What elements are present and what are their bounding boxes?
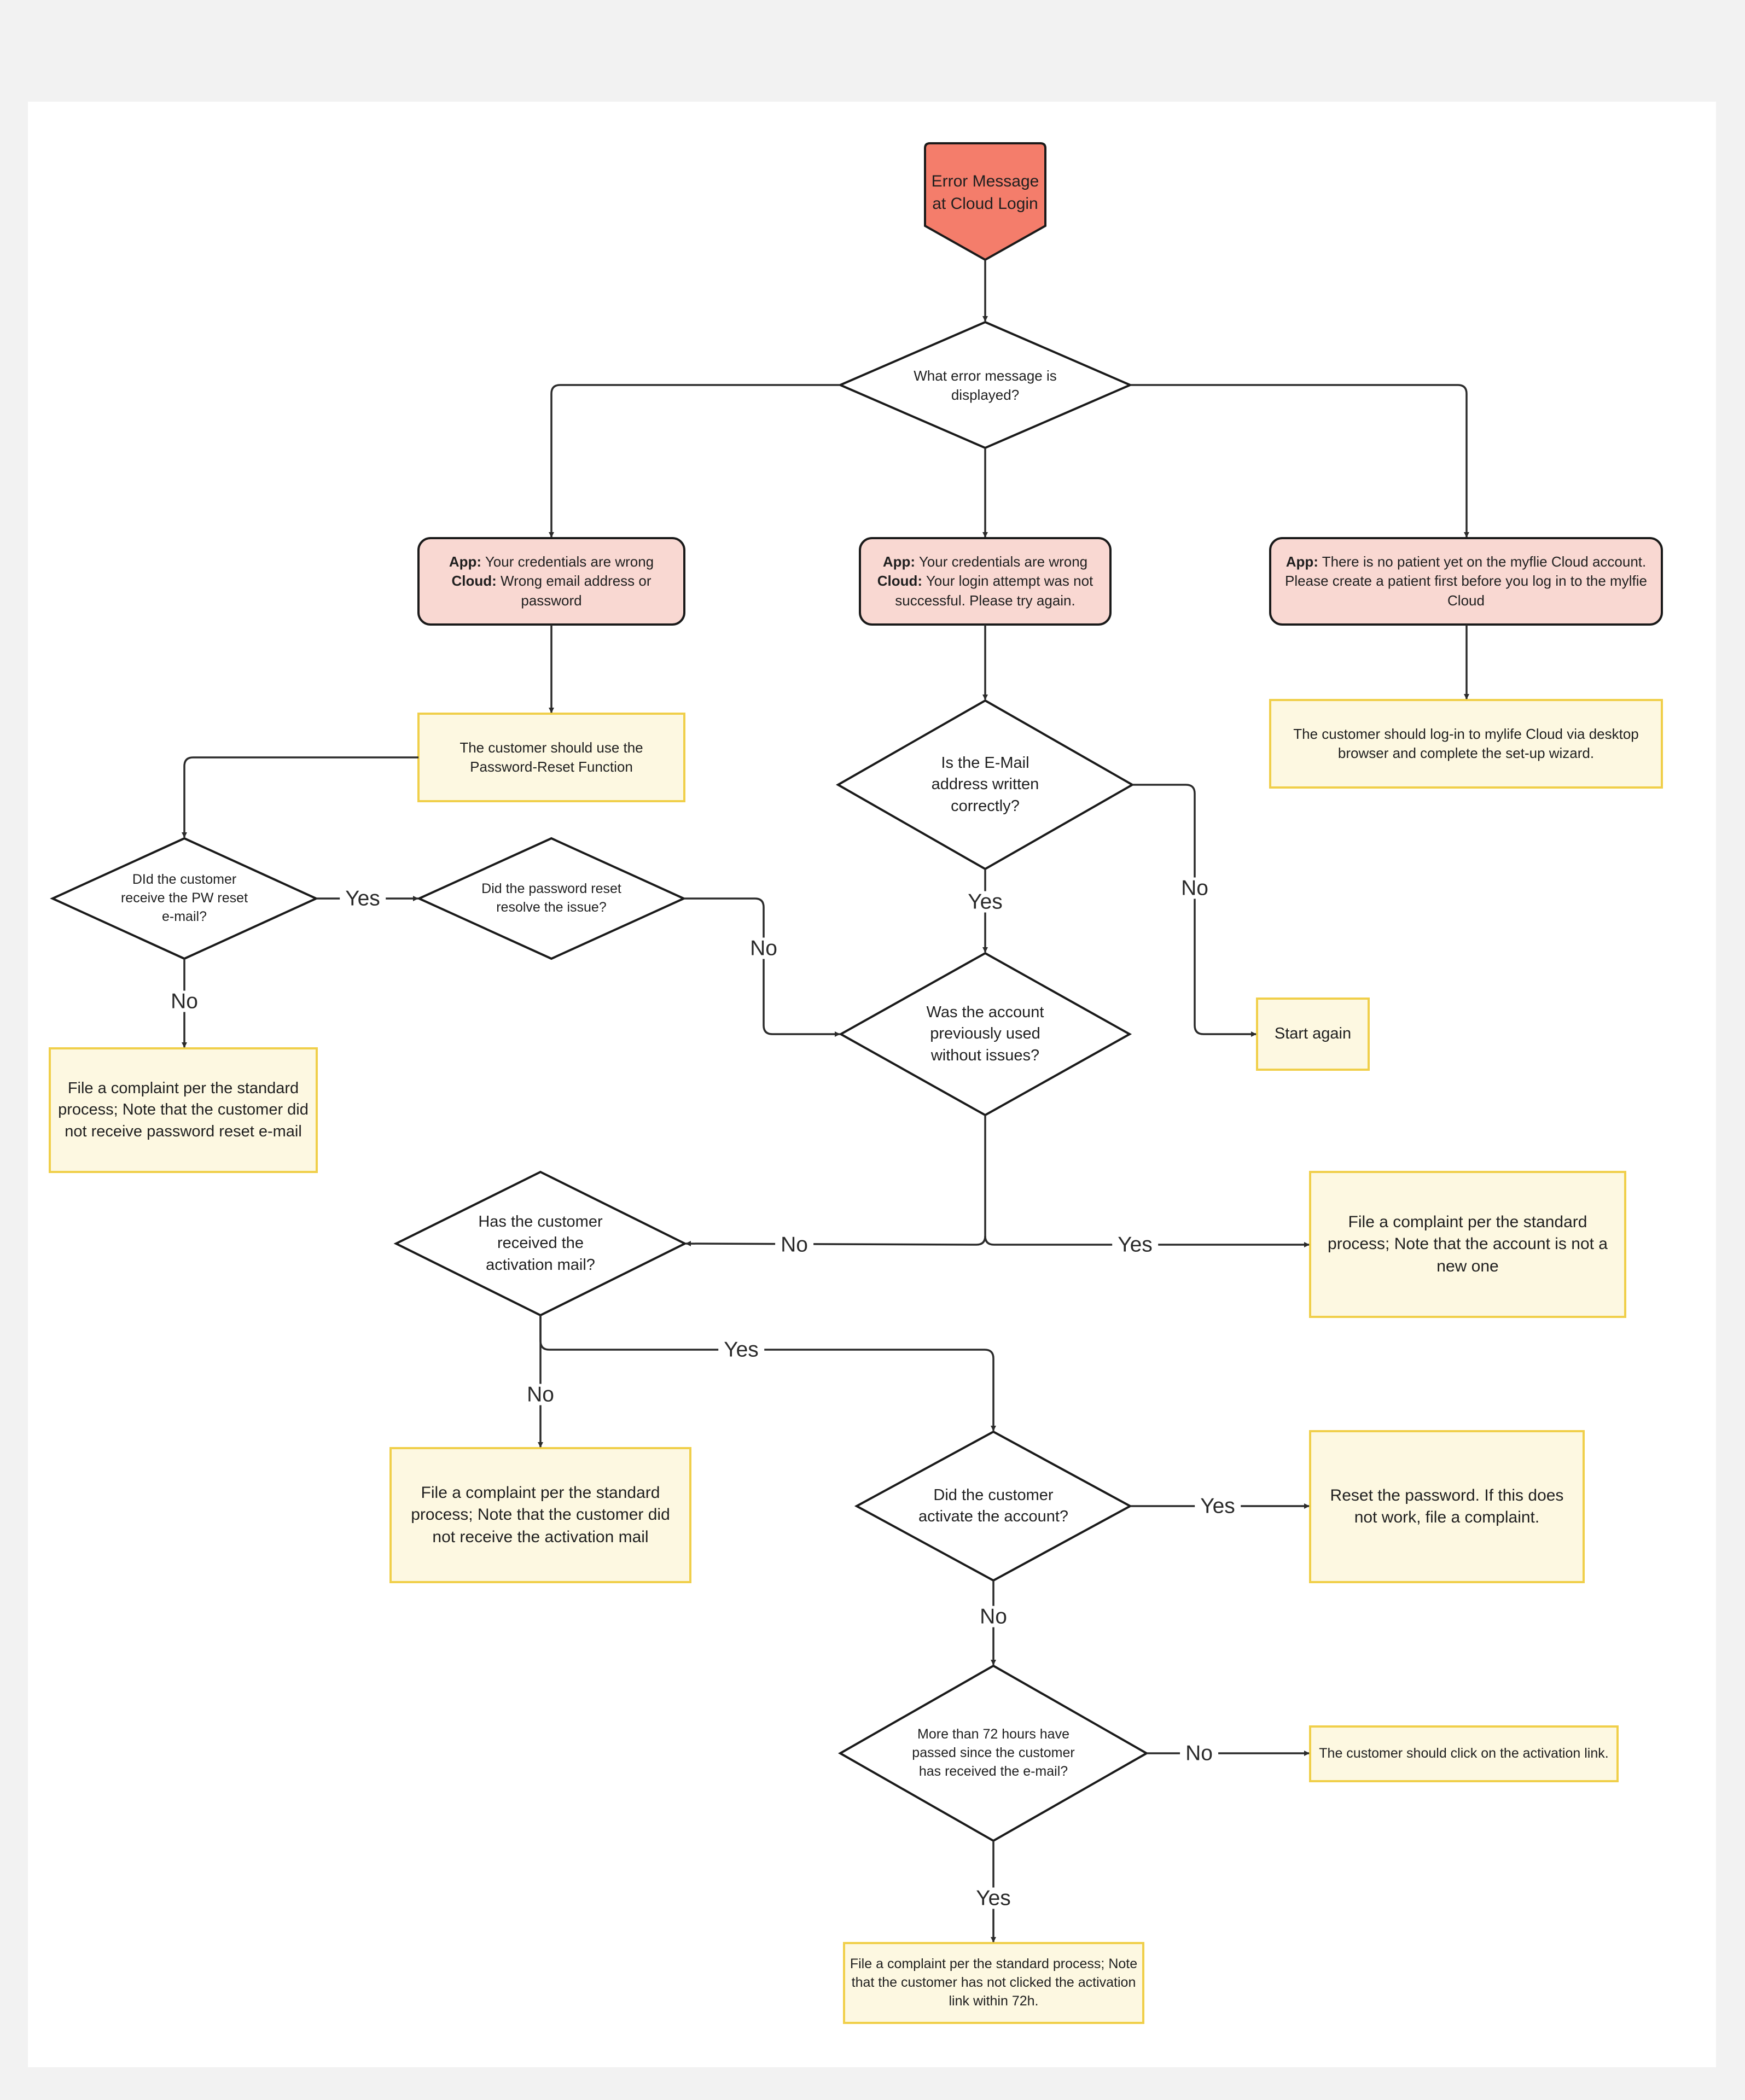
error-1-app-label: App: bbox=[449, 553, 482, 570]
edge-label-yes-activated: Yes bbox=[1195, 1495, 1241, 1517]
decision-pw-email-label: DId the customer receive the PW reset e-… bbox=[120, 872, 248, 924]
error-box-1: App: Your credentials are wrong Cloud: W… bbox=[427, 544, 676, 619]
decision-72h-label: More than 72 hours have passed since the… bbox=[912, 1726, 1075, 1779]
edge-label-no-72h: No bbox=[1180, 1742, 1218, 1764]
start-node-shape bbox=[924, 142, 1046, 261]
start-again-box-shape bbox=[1256, 998, 1370, 1071]
edge-q-to-err1 bbox=[549, 384, 840, 538]
error-2-app-label: App: bbox=[882, 553, 916, 570]
decision-activated-label: Did the customer activate the account? bbox=[918, 1486, 1069, 1525]
decision-72h: More than 72 hours have passed since the… bbox=[911, 1704, 1075, 1802]
reset-password-box-shape bbox=[1309, 1430, 1585, 1583]
edge-label-no-activation-mail: No bbox=[521, 1384, 560, 1405]
decision-error-label: What error message is displayed? bbox=[914, 367, 1057, 403]
error-box-3: App: There is no patient yet on the myfl… bbox=[1276, 544, 1656, 619]
error-2-app-text: Your credentials are wrong bbox=[918, 553, 1088, 570]
decision-error: What error message is displayed? bbox=[900, 361, 1070, 410]
setup-wizard-box-shape bbox=[1269, 699, 1663, 789]
complaint-72h-label: File a complaint per the standard proces… bbox=[850, 1956, 1138, 2009]
error-box-2: App: Your credentials are wrong Cloud: Y… bbox=[867, 544, 1103, 619]
decision-pw-resolve: Did the password reset resolve the issue… bbox=[480, 866, 623, 931]
error-1-cloud-label: Cloud: bbox=[451, 573, 497, 590]
edge-label-no-pw-email: No bbox=[165, 990, 203, 1012]
complaint-not-new-label: File a complaint per the standard proces… bbox=[1328, 1212, 1608, 1275]
edge-qemail-no bbox=[1132, 784, 1257, 1037]
edge-label-yes-prev-used: Yes bbox=[1112, 1234, 1158, 1256]
complaint-no-activation-box-shape bbox=[389, 1447, 691, 1583]
click-link-label: The customer should click on the activat… bbox=[1319, 1746, 1609, 1761]
edge-qpwresolve-no bbox=[684, 897, 840, 1037]
edge-prevused-yes bbox=[984, 1235, 1310, 1247]
complaint-no-activation-box: File a complaint per the standard proces… bbox=[399, 1454, 682, 1577]
decision-email-correct: Is the E-Mail address written correctly? bbox=[911, 744, 1059, 826]
start-again-box: Start again bbox=[1258, 999, 1368, 1070]
pw-reset-label: The customer should use the Password-Res… bbox=[459, 739, 643, 775]
decision-activation-mail: Has the customer received the activation… bbox=[467, 1203, 614, 1285]
edge-label-yes-activation-mail: Yes bbox=[718, 1339, 764, 1361]
pw-reset-box-shape bbox=[417, 713, 685, 802]
decision-activation-mail-label: Has the customer received the activation… bbox=[478, 1213, 603, 1274]
edge-label-no-pw-resolve: No bbox=[744, 937, 783, 959]
click-link-box-shape bbox=[1309, 1725, 1619, 1782]
setup-wizard-box: The customer should log-in to mylife Clo… bbox=[1278, 705, 1654, 782]
start-again-label: Start again bbox=[1274, 1025, 1352, 1043]
start-node-label: Error Message at Cloud Login bbox=[931, 172, 1039, 213]
decision-prev-used-label: Was the account previously used without … bbox=[926, 1004, 1044, 1064]
decision-prev-used: Was the account previously used without … bbox=[909, 993, 1062, 1075]
edge-label-no-activated: No bbox=[974, 1606, 1013, 1628]
complaint-not-new-box-shape bbox=[1309, 1171, 1626, 1318]
start-node: Error Message at Cloud Login bbox=[928, 156, 1043, 230]
edge-label-yes-pw-email: Yes bbox=[340, 888, 386, 909]
complaint-not-new-box: File a complaint per the standard proces… bbox=[1318, 1177, 1617, 1311]
reset-password-box: Reset the password. If this does not wor… bbox=[1318, 1437, 1575, 1577]
complaint-72h-box-shape bbox=[843, 1942, 1144, 2024]
error-3-app-text: There is no patient yet on the myflie Cl… bbox=[1285, 553, 1647, 609]
click-link-box: The customer should click on the activat… bbox=[1316, 1728, 1612, 1780]
error-1-app-text: Your credentials are wrong bbox=[485, 553, 654, 570]
error-2-cloud-label: Cloud: bbox=[877, 573, 923, 590]
setup-wizard-label: The customer should log-in to mylife Clo… bbox=[1293, 725, 1639, 761]
edge-label-no-prev-used: No bbox=[775, 1234, 813, 1256]
edge-pwreset-to-qpwemail bbox=[182, 756, 418, 838]
complaint-pw-box: File a complaint per the standard proces… bbox=[55, 1054, 311, 1166]
edge-q-to-err3 bbox=[1130, 384, 1469, 538]
complaint-pw-label: File a complaint per the standard proces… bbox=[58, 1080, 309, 1140]
decision-pw-resolve-label: Did the password reset resolve the issue… bbox=[481, 881, 621, 915]
decision-email-correct-label: Is the E-Mail address written correctly? bbox=[931, 754, 1039, 815]
decision-pw-resolve-shape bbox=[416, 837, 687, 960]
decision-pw-email: DId the customer receive the PW reset e-… bbox=[113, 866, 255, 931]
edge-prevused-no bbox=[685, 1115, 986, 1247]
edge-label-no-email-correct: No bbox=[1176, 877, 1214, 899]
complaint-no-activation-label: File a complaint per the standard proces… bbox=[411, 1483, 670, 1546]
pw-reset-box: The customer should use the Password-Res… bbox=[438, 719, 665, 796]
complaint-pw-box-shape bbox=[49, 1047, 318, 1173]
edge-label-yes-email-correct: Yes bbox=[962, 891, 1008, 913]
error-1-cloud-text: Wrong email address or password bbox=[501, 573, 652, 609]
error-3-app-label: App: bbox=[1286, 553, 1318, 570]
reset-password-label: Reset the password. If this does not wor… bbox=[1330, 1486, 1564, 1527]
edge-label-yes-72h: Yes bbox=[970, 1887, 1016, 1909]
decision-activated: Did the customer activate the account? bbox=[917, 1465, 1070, 1547]
edge-activation-yes bbox=[539, 1315, 996, 1431]
error-2-cloud-text: Your login attempt was not successful. P… bbox=[895, 573, 1093, 609]
complaint-72h-box: File a complaint per the standard proces… bbox=[850, 1946, 1138, 2020]
